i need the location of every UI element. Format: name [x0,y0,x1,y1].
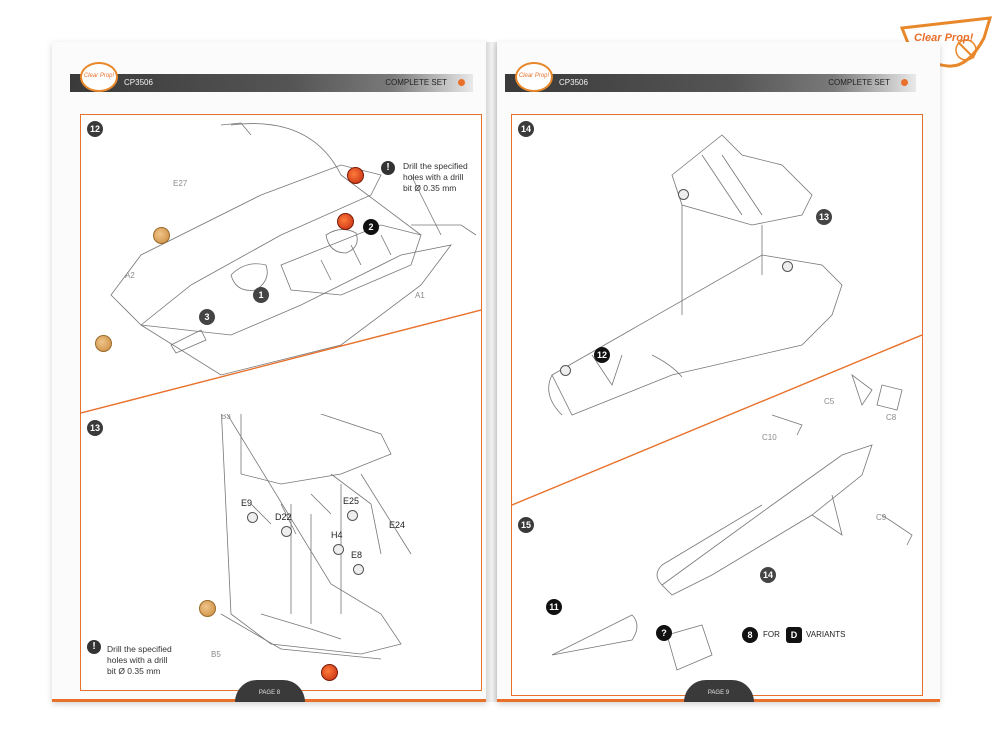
right-page: Clear Prop! CP3506 COMPLETE SET 14 [497,42,940,702]
drill-note: Drill the specified holes with a drill b… [403,161,479,194]
variant-for-label: FOR [763,630,780,639]
step-number: 15 [518,517,534,533]
page-header: Clear Prop! CP3506 COMPLETE SET [505,62,916,92]
left-page: Clear Prop! CP3506 COMPLETE SET 12 [52,42,487,702]
exclamation-icon: ! [381,161,395,175]
step-number: 13 [87,420,103,436]
part-label-c9: C9 [876,513,887,522]
exclamation-icon: ! [87,640,101,654]
part-label-c5: C5 [824,397,835,406]
part-label-e25: E25 [343,496,360,506]
part-label-c8: C8 [886,413,897,422]
header-dot [901,79,908,86]
step-number: 12 [87,121,103,137]
book-gutter [486,42,498,702]
page-number: PAGE 8 [234,680,305,702]
part-label-b3: B3 [221,414,231,421]
part-label-e24: E24 [389,520,406,530]
divider-line [81,309,481,414]
note-line: bit Ø 0.35 mm [107,666,161,676]
part-label-a2: A2 [125,271,135,280]
brand-logo-text: Clear Prop! [914,32,974,44]
note-line: holes with a drill [403,172,464,182]
part-bubble-3: 3 [199,309,215,325]
step-14-drawing [512,134,922,671]
drill-icon [347,167,364,184]
variant-d-icon: D [786,627,802,643]
part-label-e9: E9 [241,498,253,508]
part-label-h4: H4 [331,530,343,540]
part-label-e8: E8 [351,550,363,560]
header-logo: Clear Prop! [515,62,553,92]
page-header: Clear Prop! CP3506 COMPLETE SET [70,62,473,92]
drill-icon [199,600,216,617]
set-label: COMPLETE SET [828,78,890,87]
drill-ring-icon [281,526,292,537]
part-bubble-1: 1 [253,287,269,303]
part-label-d22: D22 [275,512,292,522]
drill-ring-icon [353,564,364,575]
product-code: CP3506 [559,78,588,87]
step-14-15-panel: 14 13 [511,114,923,696]
part-label-e27: E27 [173,179,188,188]
header-logo: Clear Prop! [80,62,118,92]
drill-note: Drill the specified holes with a drill b… [107,644,207,677]
variant-label: VARIANTS [806,630,846,639]
step-13-panel: 13 B3 E9 D22 E25 E24 H4 E8 B5 [80,414,482,691]
part-bubble-13: 13 [816,209,832,225]
part-bubble-8: 8 [742,627,758,643]
step-12-drawing [110,122,477,376]
drill-ring-icon [782,261,793,272]
drill-icon [337,213,354,230]
part-bubble-2: 2 [363,219,379,235]
set-label: COMPLETE SET [385,78,447,87]
question-icon: ? [656,625,672,641]
part-label-c10: C10 [762,433,777,442]
note-line: Drill the specified [107,644,172,654]
drill-ring-icon [560,365,571,376]
part-label-b5: B5 [211,650,221,659]
drill-ring-icon [247,512,258,523]
drill-ring-icon [678,189,689,200]
note-line: bit Ø 0.35 mm [403,183,457,193]
part-bubble-14: 14 [760,567,776,583]
drill-ring-icon [333,544,344,555]
page-number: PAGE 9 [683,680,754,702]
drill-ring-icon [347,510,358,521]
step-number: 14 [518,121,534,137]
drill-icon [321,664,338,681]
note-line: Drill the specified [403,161,468,171]
drill-icon [95,335,112,352]
part-bubble-11: 11 [546,599,562,615]
product-code: CP3506 [124,78,153,87]
note-line: holes with a drill [107,655,168,665]
drill-icon [153,227,170,244]
part-bubble-12: 12 [594,347,610,363]
step-12-panel: 12 E27 A2 A1 1 2 3 [80,114,482,416]
part-label-a1: A1 [415,291,425,300]
header-dot [458,79,465,86]
